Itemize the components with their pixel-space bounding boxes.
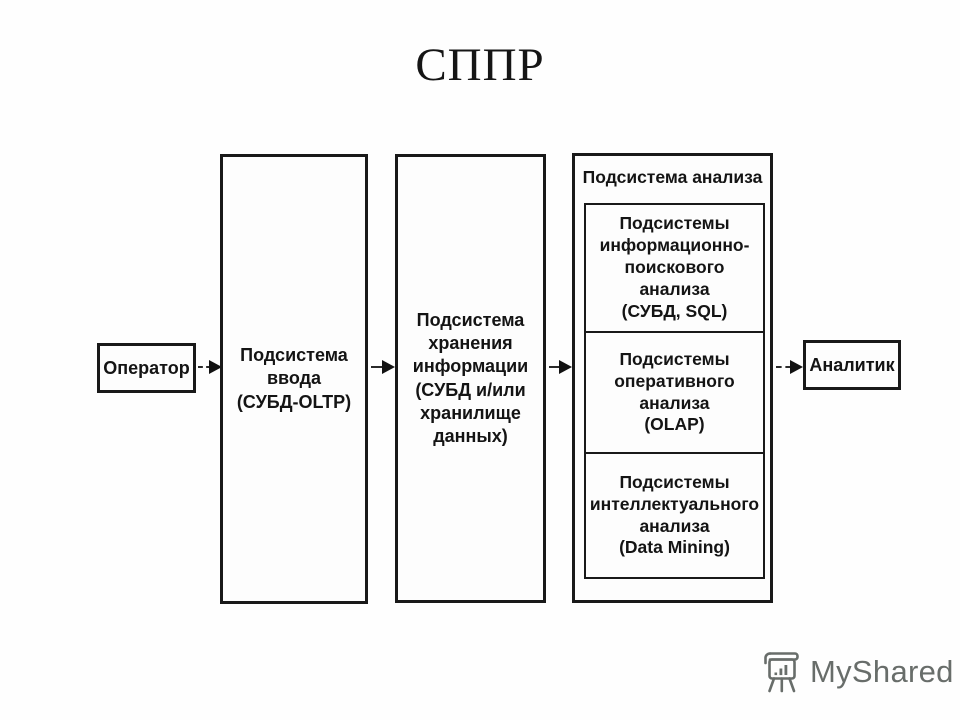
analyst-box: Аналитик bbox=[803, 340, 901, 390]
arrow-analysis-to-analyst-head bbox=[790, 360, 803, 374]
input-subsystem-box: Подсистема ввода (СУБД-OLTP) bbox=[220, 154, 368, 604]
analysis-child-olap-box: Подсистемы оперативного анализа (OLAP) bbox=[584, 331, 765, 454]
storage-subsystem-label: Подсистема хранения информации (СУБД и/и… bbox=[412, 310, 529, 446]
operator-label: Оператор bbox=[103, 357, 190, 378]
arrow-operator-to-input-line bbox=[198, 366, 211, 368]
analysis-child-search-box: Подсистемы информационно- поискового ана… bbox=[584, 203, 765, 333]
analysis-child-search-label: Подсистемы информационно- поискового ана… bbox=[599, 213, 750, 321]
arrow-operator-to-input-head bbox=[209, 360, 222, 374]
presentation-easel-icon bbox=[758, 648, 803, 695]
slide-title: СППР bbox=[415, 39, 545, 91]
arrow-storage-to-analysis-line bbox=[549, 366, 561, 368]
analysis-subsystem-label: Подсистема анализа bbox=[582, 167, 763, 187]
storage-subsystem-box: Подсистема хранения информации (СУБД и/и… bbox=[395, 154, 546, 603]
analyst-label: Аналитик bbox=[809, 354, 895, 375]
arrow-analysis-to-analyst-line bbox=[776, 366, 791, 368]
analysis-child-datamining-box: Подсистемы интеллектуального анализа (Da… bbox=[584, 452, 765, 579]
operator-box: Оператор bbox=[97, 343, 196, 393]
input-subsystem-label: Подсистема ввода (СУБД-OLTP) bbox=[236, 345, 352, 412]
myshared-logo: MyShared bbox=[758, 648, 954, 695]
analysis-subsystem-box: Подсистема анализа Подсистемы информацио… bbox=[572, 153, 773, 603]
arrow-input-to-storage-head bbox=[382, 360, 395, 374]
analysis-child-olap-label: Подсистемы оперативного анализа (OLAP) bbox=[614, 348, 735, 435]
analysis-child-datamining-label: Подсистемы интеллектуального анализа (Da… bbox=[589, 471, 760, 558]
myshared-logo-text: MyShared bbox=[810, 653, 954, 689]
arrow-storage-to-analysis-head bbox=[559, 360, 572, 374]
arrow-input-to-storage-line bbox=[371, 366, 383, 368]
